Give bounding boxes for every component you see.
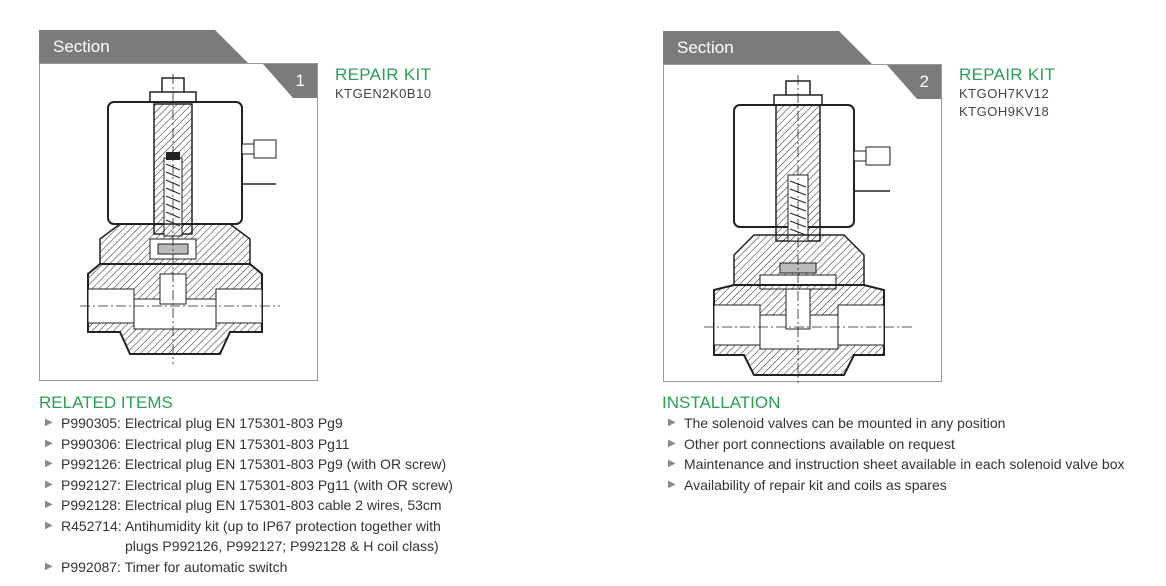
triangle-right-icon: ▶ [45, 519, 53, 531]
item-text: P992087: Timer for automatic switch [61, 558, 288, 575]
item-text: Availability of repair kit and coils as … [684, 476, 947, 493]
item-text: Maintenance and instruction sheet availa… [684, 456, 1125, 472]
list-item: ▶ P992126: Electrical plug EN 175301-803 … [39, 454, 599, 475]
repair-kit-info: REPAIR KIT KTGEN2K0B10 [335, 65, 432, 103]
drawing-frame: 2 [663, 64, 942, 383]
item-text: P992128: Electrical plug EN 175301-803 c… [61, 497, 442, 513]
triangle-right-icon: ▶ [668, 478, 676, 490]
item-text: P992126: Electrical plug EN 175301-803 P… [61, 456, 447, 472]
drawing-frame: 1 [39, 63, 318, 381]
list-item: ▶ P992127: Electrical plug EN 175301-803 … [39, 475, 599, 496]
triangle-right-icon: ▶ [45, 560, 53, 572]
list-item: ▶ Maintenance and instruction sheet avail… [662, 454, 1162, 475]
valve-cross-section-drawing [80, 74, 280, 364]
section-panel-1: Section 1 [39, 30, 431, 382]
tab-shape [663, 31, 873, 65]
item-text: The solenoid valves can be mounted in an… [684, 415, 1006, 431]
number-tab-shape [263, 64, 317, 98]
section-number: 1 [295, 71, 305, 90]
triangle-right-icon: ▶ [668, 458, 676, 469]
list-item: ▶ Availability of repair kit and coils as… [662, 475, 1162, 496]
section-label: Section [53, 37, 110, 56]
item-text: R452714: Antihumidity kit (up to IP67 pr… [61, 517, 441, 534]
related-items-list: ▶ P990305: Electrical plug EN 175301-803 … [39, 413, 599, 577]
number-tab-shape [887, 65, 941, 99]
triangle-right-icon: ▶ [45, 417, 53, 428]
repair-kit-code: KTGOH9KV18 [959, 104, 1050, 119]
triangle-right-icon: ▶ [45, 478, 53, 490]
section-tab: Section [663, 31, 873, 65]
triangle-right-icon: ▶ [45, 499, 53, 510]
tab-shape [39, 30, 249, 64]
triangle-right-icon: ▶ [45, 437, 53, 449]
repair-kit-info: REPAIR KIT KTGOH7KV12 KTGOH9KV18 [959, 65, 1055, 121]
section-label: Section [677, 38, 734, 57]
section-tab: Section [39, 30, 249, 64]
repair-kit-title: REPAIR KIT [959, 65, 1056, 84]
section-number-tab: 1 [263, 64, 317, 98]
item-text: P992127: Electrical plug EN 175301-803 P… [61, 476, 453, 493]
list-item: ▶ P990306: Electrical plug EN 175301-803 … [39, 434, 599, 455]
list-item: ▶ P992128: Electrical plug EN 175301-803 … [39, 495, 599, 516]
section-number: 2 [919, 72, 929, 91]
list-item: ▶ P992087: Timer for automatic switch [39, 557, 599, 578]
list-item: ▶ The solenoid valves can be mounted in a… [662, 413, 1162, 434]
valve-cross-section-drawing [704, 75, 914, 383]
repair-kit-title: REPAIR KIT [335, 65, 432, 84]
installation-heading: INSTALLATION [662, 393, 781, 412]
list-item: ▶ Other port connections available on req… [662, 434, 1162, 455]
triangle-right-icon: ▶ [668, 417, 676, 428]
item-text: Other port connections available on requ… [684, 435, 955, 452]
item-text-continuation: plugs P992126, P992127; P992128 & H coil… [125, 538, 439, 554]
list-item: ▶ R452714: Antihumidity kit (up to IP67 p… [39, 516, 599, 557]
section-number-tab: 2 [887, 65, 941, 99]
item-text: P990306: Electrical plug EN 175301-803 P… [61, 435, 350, 452]
triangle-right-icon: ▶ [45, 458, 53, 469]
section-panel-2: Section 2 [663, 31, 1063, 383]
repair-kit-code: KTGOH7KV12 [959, 86, 1050, 101]
item-text: P990305: Electrical plug EN 175301-803 P… [61, 415, 343, 431]
repair-kit-code: KTGEN2K0B10 [335, 86, 432, 101]
triangle-right-icon: ▶ [668, 437, 676, 449]
installation-list: ▶ The solenoid valves can be mounted in a… [662, 413, 1162, 495]
related-items-heading: RELATED ITEMS [39, 393, 173, 412]
list-item: ▶ P990305: Electrical plug EN 175301-803 … [39, 413, 599, 434]
